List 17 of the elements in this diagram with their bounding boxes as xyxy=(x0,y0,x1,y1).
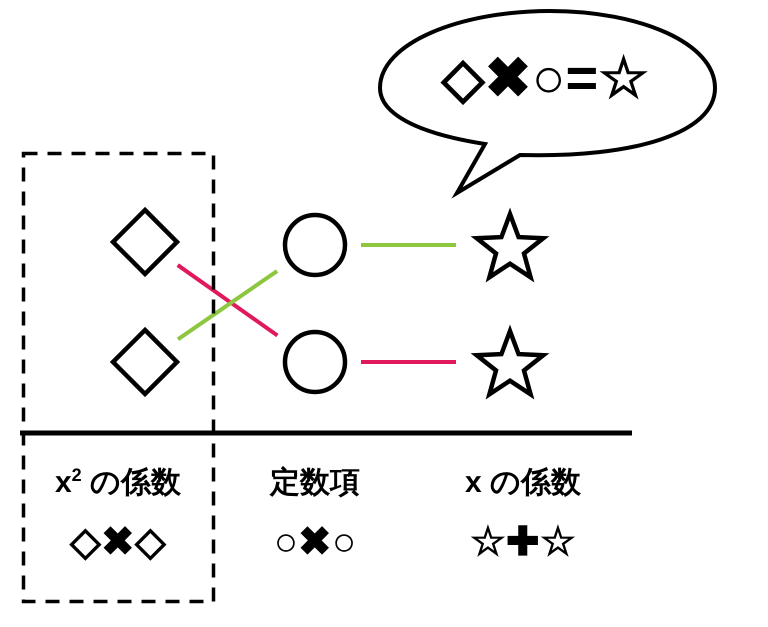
circle-symbol xyxy=(283,330,347,394)
heading: 定数項 xyxy=(270,465,360,501)
formula-text: ☆✚☆ xyxy=(470,522,576,562)
heading: x$^{2}$ の係数 xyxy=(54,464,182,501)
star-symbol xyxy=(472,324,548,400)
formula-text: ◇✖○=☆ xyxy=(442,50,648,106)
formula-text: ○✖○ xyxy=(274,522,356,562)
connector-line xyxy=(361,360,456,364)
formula-text: ◇✖◇ xyxy=(70,522,166,562)
connector-line xyxy=(361,243,456,247)
star-symbol xyxy=(472,207,548,283)
diamond-symbol xyxy=(111,328,179,396)
dashed-frame xyxy=(22,152,215,603)
heading: x の係数 xyxy=(464,465,582,501)
speech-bubble xyxy=(375,8,720,198)
diamond-symbol xyxy=(111,208,179,276)
circle-symbol xyxy=(283,213,347,277)
